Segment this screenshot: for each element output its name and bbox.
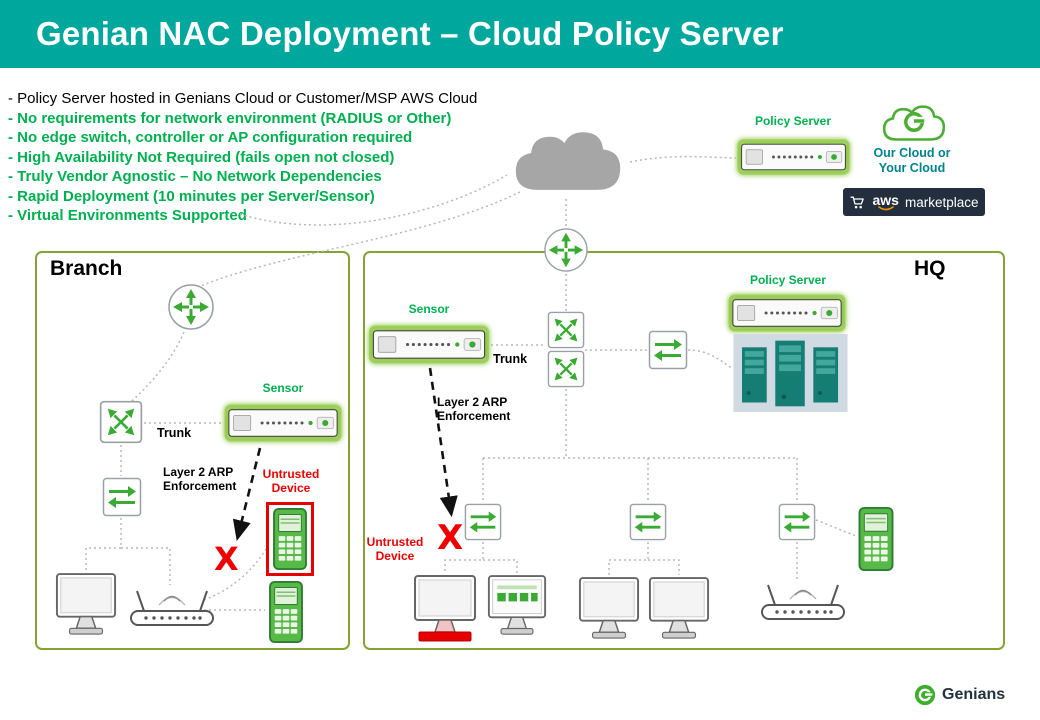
block-x-mark: X	[214, 540, 239, 578]
branch-zone-title: Branch	[50, 257, 123, 280]
branch-zone: Branch	[35, 251, 350, 650]
dotted-connectors	[85, 155, 857, 611]
switch-icon	[547, 350, 585, 388]
cloud-policy-server-appliance	[737, 138, 850, 176]
switch-icon	[102, 477, 142, 517]
bullet-item: - Virtual Environments Supported	[8, 207, 247, 224]
branch-sensor-label: Sensor	[262, 381, 304, 395]
aws-smile-icon	[877, 205, 894, 210]
bullet-item: - Rapid Deployment (10 minutes per Serve…	[8, 187, 375, 205]
server-rack-icon	[733, 334, 848, 412]
bullet-item: - No requirements for network environmen…	[8, 109, 452, 127]
bullet-item: - High Availability Not Required (fails …	[8, 148, 395, 166]
branch-untrusted-label: Untrusted Device	[262, 467, 320, 495]
switch-icon	[648, 330, 688, 370]
arp-enforcement-arrows	[232, 367, 458, 542]
switch-icon	[464, 503, 502, 541]
router-icon	[167, 283, 215, 331]
brand-footer: Genians	[914, 684, 1005, 706]
aws-marketplace-badge: aws marketplace	[843, 188, 985, 216]
genians-cloud-logo	[878, 96, 950, 146]
hq-policy-server-appliance	[728, 294, 846, 332]
mobile-device-icon	[271, 507, 309, 571]
aws-logo: aws	[872, 191, 899, 211]
desktop-monitor-icon	[55, 572, 117, 640]
hq-zone-title: HQ	[914, 257, 946, 280]
untrusted-device-frame	[266, 502, 314, 576]
internet-cloud-icon	[505, 116, 631, 199]
header-banner: Genian NAC Deployment – Cloud Policy Ser…	[0, 0, 1040, 68]
hq-sensor-label: Sensor	[408, 302, 450, 316]
branch-trunk-label: Trunk	[157, 426, 192, 440]
branch-arp-label: Layer 2 ARP Enforcement	[163, 465, 237, 493]
bullet-item: - Truly Vendor Agnostic – No Network Dep…	[8, 168, 382, 185]
brand-name: Genians	[942, 686, 1006, 703]
mobile-device-icon	[856, 506, 896, 572]
wireless-ap-icon	[126, 586, 218, 630]
bullet-item: - Policy Server hosted in Genians Cloud …	[8, 90, 478, 107]
desktop-monitor-icon	[578, 576, 640, 644]
hq-policy-server-label: Policy Server	[749, 273, 827, 287]
switch-icon	[778, 503, 816, 541]
untrusted-desktop-icon	[413, 574, 477, 644]
desktop-monitor-icon	[648, 576, 710, 644]
branch-sensor-appliance	[224, 404, 342, 442]
switch-icon	[547, 311, 585, 349]
switch-icon	[99, 400, 143, 444]
cloud-policy-server-label: Policy Server	[754, 114, 832, 128]
aws-marketplace-text: marketplace	[904, 194, 979, 210]
switch-icon	[629, 503, 667, 541]
bullet-item: - No edge switch, controller or AP confi…	[8, 129, 413, 146]
page-title: Genian NAC Deployment – Cloud Policy Ser…	[36, 15, 784, 52]
hq-zone: HQ	[363, 251, 1005, 650]
mobile-device-icon	[266, 580, 306, 644]
our-cloud-label: Our Cloud or Your Cloud	[873, 146, 951, 175]
hq-untrusted-label: Untrusted Device	[366, 535, 424, 563]
aws-logo-text: aws	[872, 191, 899, 208]
hq-sensor-appliance	[368, 325, 490, 364]
hq-arp-label: Layer 2 ARP Enforcement	[437, 395, 511, 423]
hq-trunk-label: Trunk	[493, 352, 528, 366]
genians-logo	[914, 684, 936, 706]
block-x-mark: X	[437, 518, 464, 558]
feature-bullets: - Policy Server hosted in Genians Cloud …	[8, 89, 538, 226]
router-icon	[543, 227, 589, 273]
cart-icon	[849, 194, 866, 211]
desktop-monitor-icon	[487, 574, 547, 640]
wireless-ap-icon	[756, 580, 850, 624]
